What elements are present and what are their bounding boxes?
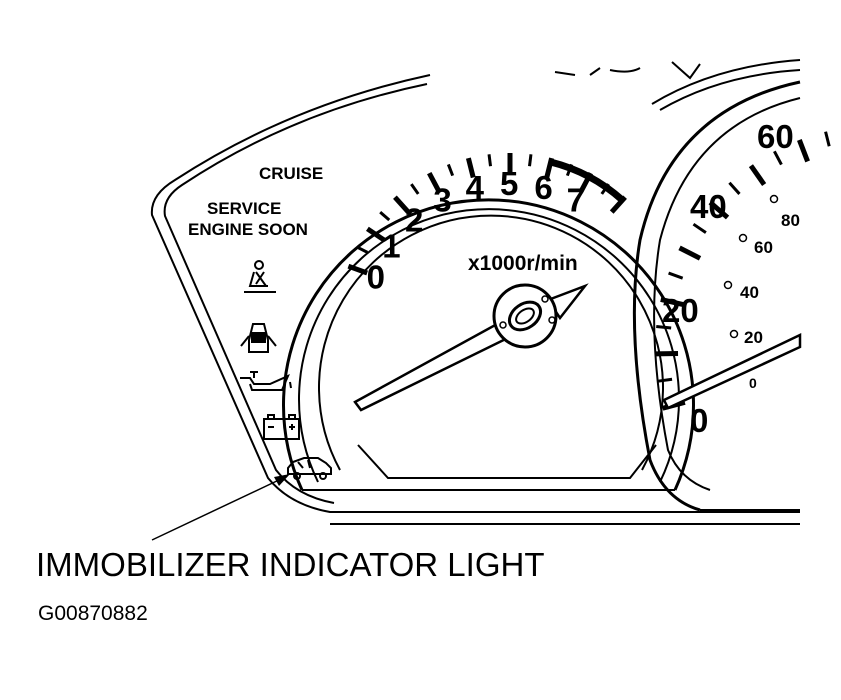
speedo-tick: [797, 139, 810, 163]
tach-number-6: 6: [534, 169, 552, 206]
tach-tick: [366, 226, 386, 243]
tach-number-2: 2: [405, 201, 423, 238]
tach-face-border: [357, 444, 657, 479]
speedo-tick: [656, 377, 673, 383]
oil-pressure-icon: [240, 371, 292, 391]
cluster-bezel: [150, 59, 801, 525]
tach-number-3: 3: [433, 182, 451, 219]
tach-inner-ring: [318, 214, 664, 471]
tach-tick: [528, 154, 533, 167]
tach-tick: [379, 211, 391, 222]
tach-tick: [465, 157, 476, 179]
tach-number-4: 4: [466, 169, 485, 206]
tach-number-0: 0: [367, 258, 385, 295]
tach-tick: [347, 263, 369, 276]
tach-tick: [446, 163, 455, 177]
tach-tick-marks: [347, 153, 627, 276]
speedo-inner-60: 60: [754, 238, 773, 257]
speedo-num-60: 60: [757, 118, 794, 155]
seatbelt-icon: [244, 260, 276, 293]
tach-number-5: 5: [500, 165, 518, 202]
speedo-num-0: 0: [690, 402, 708, 439]
speedo-outer-ring: [632, 80, 801, 512]
speedo-tick: [728, 181, 741, 195]
speedo-inner-0: 0: [749, 375, 757, 391]
figure-id: G00870882: [38, 602, 148, 625]
tach-tick: [356, 245, 369, 254]
speedo-num-40: 40: [690, 188, 727, 225]
speedo-inner-40: 40: [740, 283, 759, 302]
speedo-tick: [692, 222, 707, 234]
tach-unit-label: x1000r/min: [468, 252, 578, 275]
speedo-inner-20: 20: [744, 328, 763, 347]
tach-outer-ring: [282, 198, 695, 491]
speedo-tick: [656, 324, 672, 330]
tach-number-7: 7: [567, 182, 585, 219]
warning-panel: CRUISE SERVICE ENGINE SOON: [188, 164, 332, 480]
immobilizer-callout-label: IMMOBILIZER INDICATOR LIGHT: [36, 546, 545, 583]
battery-icon: [263, 414, 300, 440]
tach-number-1: 1: [382, 228, 400, 265]
tach-tick: [393, 195, 411, 214]
speedo-tick: [708, 200, 730, 220]
service-engine-soon-line1: SERVICE: [207, 199, 281, 218]
callout-leader: [151, 474, 290, 541]
service-engine-soon-line2: ENGINE SOON: [188, 220, 308, 239]
speedo-tick: [824, 131, 831, 147]
tach-tick: [410, 183, 420, 195]
speedometer: 0 20 40 60 0 20 40 60 80: [632, 80, 831, 512]
speedo-tick: [748, 164, 767, 186]
tach-tick: [427, 171, 441, 192]
speedo-needle: [662, 333, 802, 410]
speedo-tick: [660, 296, 684, 307]
immobilizer-icon: [287, 457, 332, 480]
door-ajar-icon: [240, 323, 277, 353]
tach-redline-band: [549, 158, 625, 203]
speedo-num-20: 20: [662, 292, 699, 329]
speedo-inner-ring: [653, 97, 801, 491]
cruise-label: CRUISE: [259, 164, 323, 183]
speedo-tick: [668, 271, 684, 280]
tach-tick: [487, 154, 492, 167]
tach-needle: [353, 316, 520, 412]
speedo-tick: [773, 150, 783, 166]
speedo-tick: [678, 245, 702, 261]
speedo-inner-80: 80: [781, 211, 800, 230]
tach-mid-ring: [298, 208, 680, 483]
